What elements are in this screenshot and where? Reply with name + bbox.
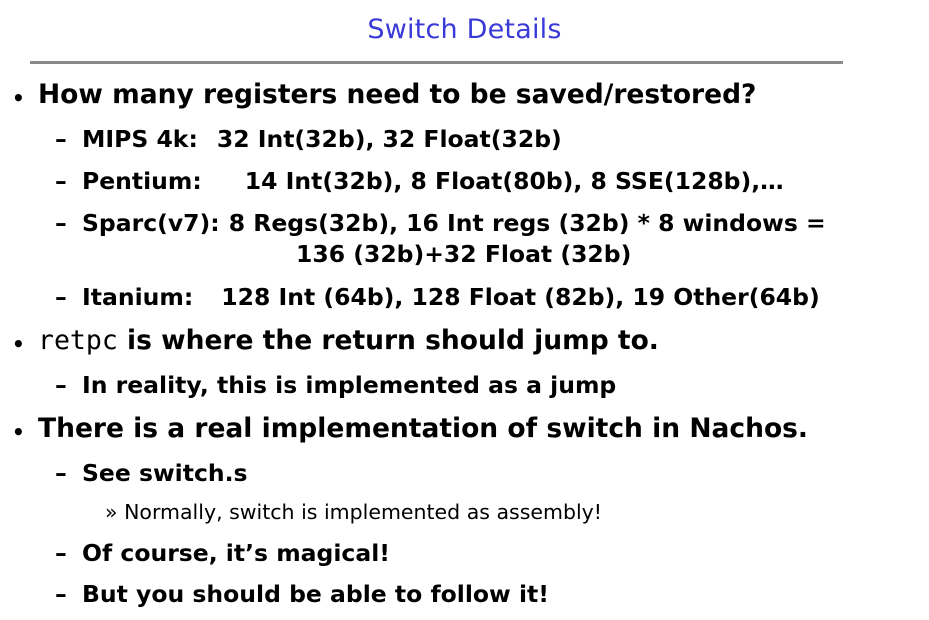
bullet-marker: • <box>12 420 25 444</box>
subitem-value: 128 Int (64b), 128 Float (82b), 19 Other… <box>221 283 820 311</box>
subitem-text: But you should be able to follow it! <box>82 580 549 608</box>
subitem-pentium: –Pentium: 14 Int(32b), 8 Float(80b), 8 SS… <box>55 167 784 195</box>
subitem-label: MIPS 4k: <box>82 125 198 153</box>
subitem-reality: –In reality, this is implemented as a ju… <box>55 371 616 399</box>
title-divider <box>30 61 843 64</box>
subitem-text: See switch.s <box>82 459 248 487</box>
subitem-magical: –Of course, it’s magical! <box>55 539 390 567</box>
subitem-value: 32 Int(32b), 32 Float(32b) <box>216 125 562 153</box>
subitem-text: Of course, it’s magical! <box>82 539 390 567</box>
code-retpc: retpc <box>38 325 118 356</box>
bullet-text-nachos: There is a real implementation of switch… <box>38 413 809 444</box>
subitem-mips: –MIPS 4k: 32 Int(32b), 32 Float(32b) <box>55 125 562 153</box>
subitem-sparc: –Sparc(v7): 8 Regs(32b), 16 Int regs (32b… <box>55 209 826 237</box>
bullet-text-retpc: retpc is where the return should jump to… <box>38 325 659 356</box>
subitem-label: Itanium: <box>82 283 194 311</box>
subitem-text: In reality, this is implemented as a jum… <box>82 371 617 399</box>
subitem-value: 8 Regs(32b), 16 Int regs (32b) * 8 windo… <box>228 209 826 237</box>
subsubitem-text: Normally, switch is implemented as assem… <box>124 500 603 524</box>
slide-title: Switch Details <box>367 14 562 45</box>
subitem-switch-s: –See switch.s <box>55 459 248 487</box>
subitem-value: 14 Int(32b), 8 Float(80b), 8 SSE(128b),… <box>244 167 784 195</box>
dash-marker: – <box>55 459 67 487</box>
dash-marker: – <box>55 371 67 399</box>
subitem-itanium: –Itanium: 128 Int (64b), 128 Float (82b),… <box>55 283 820 311</box>
dash-marker: – <box>55 209 67 237</box>
dash-marker: – <box>55 283 67 311</box>
bullet-marker: • <box>12 86 25 110</box>
subsubitem-assembly: » Normally, switch is implemented as ass… <box>105 500 602 524</box>
subbullet-marker: » <box>105 500 118 524</box>
bullet-text: is where the return should jump to. <box>127 325 659 356</box>
subitem-sparc-continuation: 136 (32b)+32 Float (32b) <box>296 240 632 268</box>
bullet-marker: • <box>12 332 25 356</box>
subitem-label: Sparc(v7): <box>82 209 220 237</box>
dash-marker: – <box>55 580 67 608</box>
bullet-text-registers: How many registers need to be saved/rest… <box>38 79 757 110</box>
dash-marker: – <box>55 125 67 153</box>
subitem-follow: –But you should be able to follow it! <box>55 580 549 608</box>
dash-marker: – <box>55 167 67 195</box>
subitem-label: Pentium: <box>82 167 202 195</box>
dash-marker: – <box>55 539 67 567</box>
